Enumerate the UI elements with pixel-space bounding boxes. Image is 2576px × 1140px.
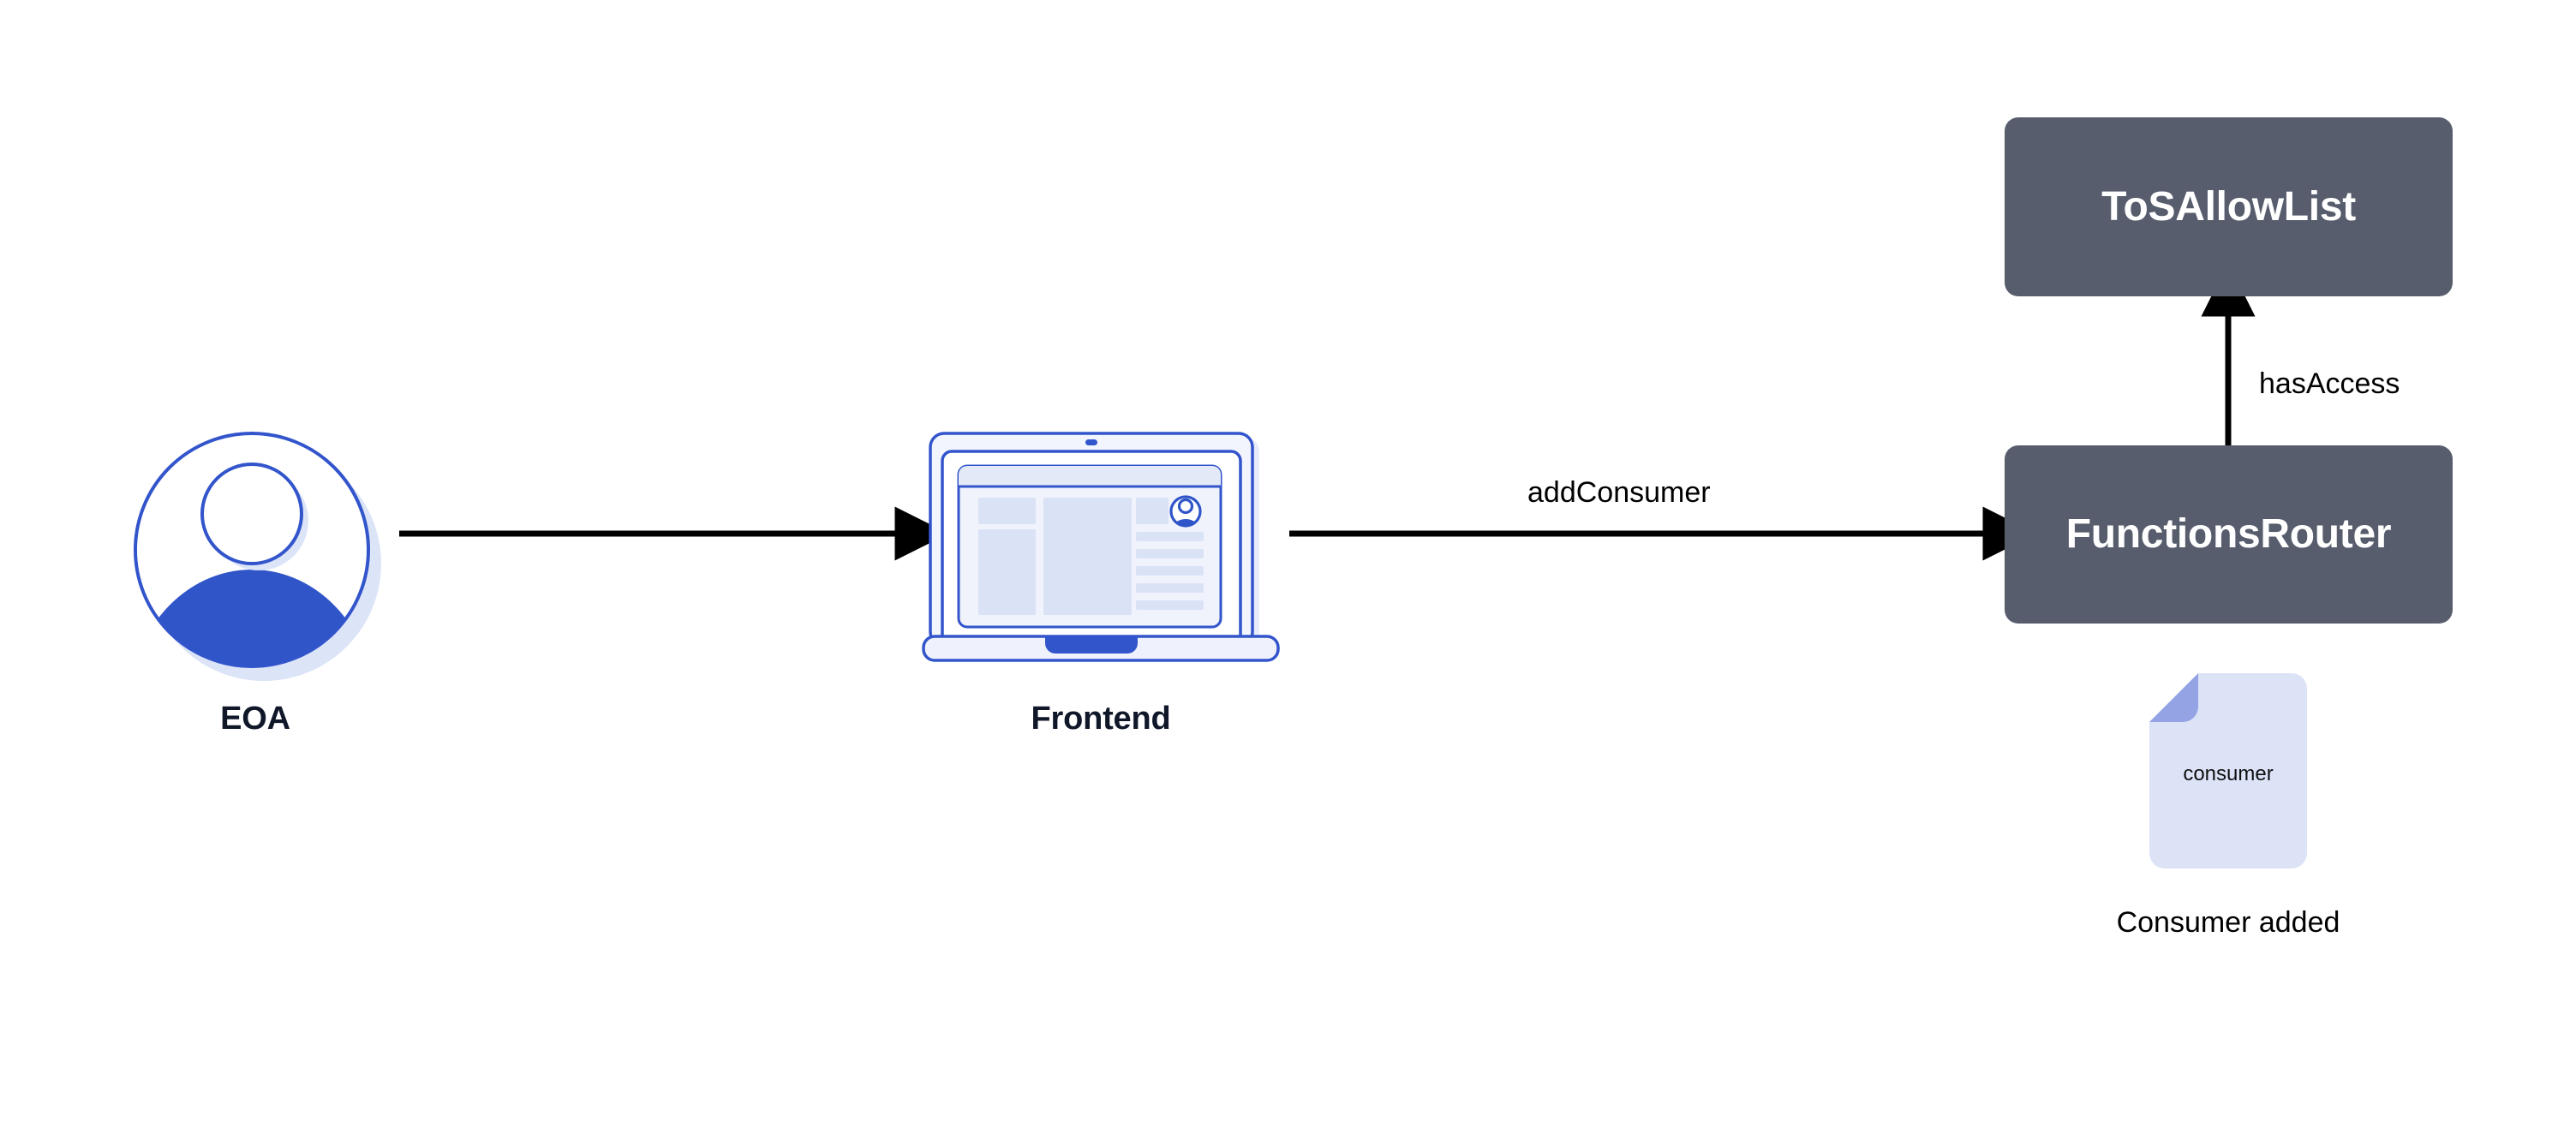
user-avatar-icon	[134, 432, 381, 681]
document-inner-label: consumer	[2183, 762, 2274, 785]
screen-avatar-icon	[1169, 495, 1202, 528]
node-frontend[interactable]	[917, 427, 1285, 671]
document-icon	[2149, 673, 2307, 868]
laptop-icon	[922, 432, 1280, 662]
consumer-added-caption: Consumer added	[2116, 906, 2340, 939]
node-functions-router-label: FunctionsRouter	[2065, 511, 2392, 557]
node-functions-router[interactable]: FunctionsRouter	[2005, 445, 2453, 624]
edge-label-add-consumer: addConsumer	[1527, 476, 1711, 509]
node-tos-allow-list[interactable]: ToSAllowList	[2005, 117, 2453, 296]
node-eoa-label: EOA	[220, 701, 290, 737]
node-frontend-label: Frontend	[1031, 701, 1171, 737]
node-eoa[interactable]	[127, 427, 384, 683]
node-tos-allow-list-label: ToSAllowList	[2101, 183, 2356, 230]
node-consumer-document[interactable]: consumer	[2149, 673, 2307, 868]
edge-label-has-access: hasAccess	[2259, 367, 2400, 400]
